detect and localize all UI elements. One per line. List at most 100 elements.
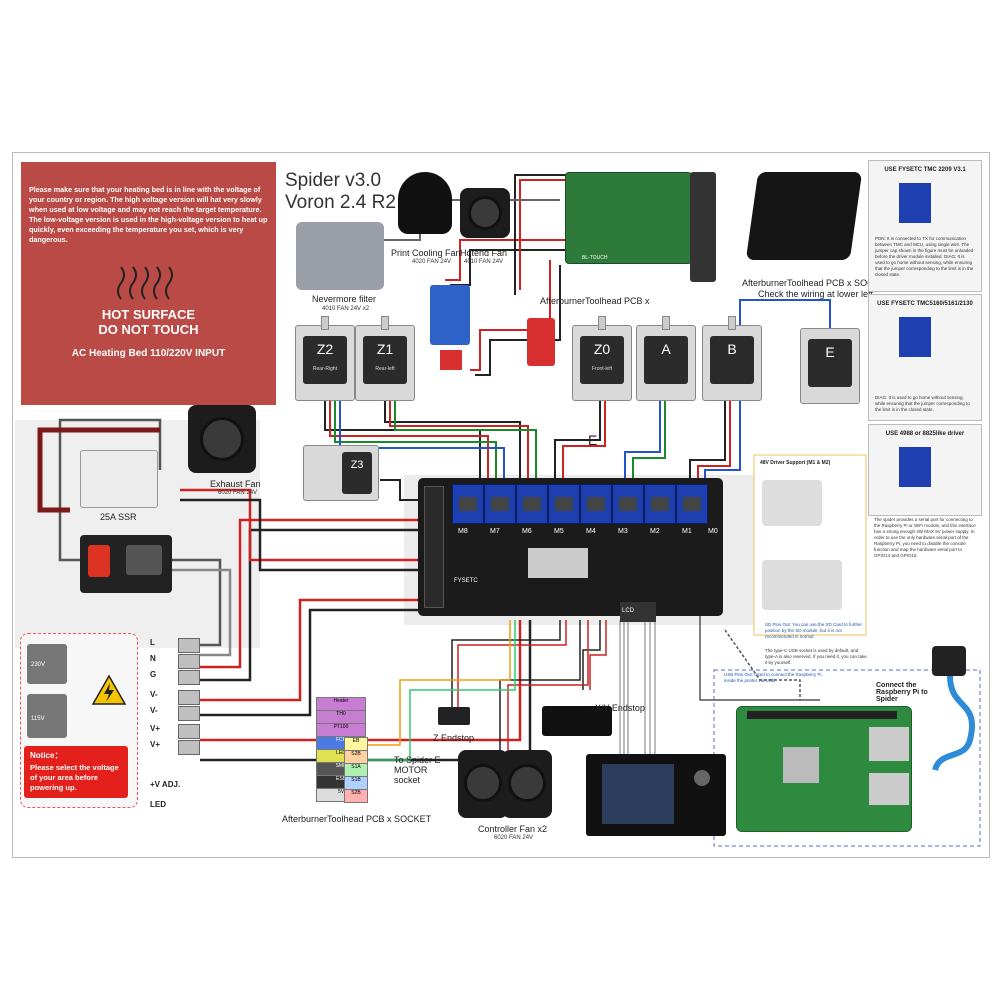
driver-m7 <box>484 484 516 524</box>
blower-fan-image <box>398 172 452 234</box>
nevermore-filter-image <box>296 222 384 290</box>
voltage-switch-115-image[interactable] <box>27 694 67 738</box>
z-endstop-label: Z Endstop <box>433 733 475 743</box>
nevermore-sublabel: 4010 FAN 24V x2 <box>322 306 370 312</box>
motor-z1-sub: Rear-left <box>375 366 395 372</box>
motor-a: A <box>636 316 696 401</box>
motor-e-label: E <box>825 344 835 360</box>
jumper-image <box>762 480 822 526</box>
motor-z2-label: Z2 <box>316 341 334 357</box>
pi-usb-ports <box>869 727 909 761</box>
tmc2209-driver-image <box>899 183 931 223</box>
bltouch-probe-image <box>527 318 555 366</box>
tmc5160-text: DIAG: It is used to go home without sens… <box>875 395 970 412</box>
motor-b: B <box>702 316 762 401</box>
pi-soc <box>783 747 819 783</box>
voltage-switch-230-image[interactable] <box>27 644 67 684</box>
conn-right-2: S1A <box>344 764 368 777</box>
title-line-1: Spider v3.0 <box>285 170 382 191</box>
tmc2209-text: PDN: It is connected to TX for communica… <box>875 236 974 277</box>
board-brand: FYSETC <box>454 578 478 584</box>
motor-z0-sub: Front-left <box>591 366 612 372</box>
motor-e: E <box>800 328 860 404</box>
driver-label-m0: M0 <box>708 528 718 535</box>
ssr-image <box>80 450 158 508</box>
typec-note: The type-C USB socket is used by default… <box>765 648 867 665</box>
hotend-fan-image <box>460 188 510 238</box>
conn-row-2: PT100 <box>316 724 366 737</box>
check-wiring-label: Check the wiring at lower left <box>758 289 874 299</box>
z-endstop-image <box>438 707 470 725</box>
driver-m4 <box>580 484 612 524</box>
conn-right-0: EB <box>344 738 368 751</box>
title-line-2: Voron 2.4 R2 <box>285 192 396 213</box>
print-cooling-fan-label: Print Cooling Fan <box>391 248 461 258</box>
psu-led-label: LED <box>150 800 166 809</box>
power-inlet-image <box>80 535 172 593</box>
tmc2209-title: USE FYSETC TMC 2209 V3.1 <box>884 167 966 173</box>
lcd-connector <box>620 602 656 622</box>
tmc5160-title: USE FYSETC TMC5160/5161/2130 <box>877 301 973 307</box>
psu-terminal-v2 <box>178 706 200 721</box>
raspberry-pi-image <box>736 706 912 832</box>
usb-note: USB Pins Out: Used to connect the Raspbe… <box>724 672 823 683</box>
motor-a-label: A <box>661 341 671 357</box>
motor-b-label: B <box>727 341 737 357</box>
heat-hazard-icon <box>117 266 173 300</box>
ethernet-cable-image <box>932 646 975 772</box>
power-switch[interactable] <box>88 545 110 577</box>
xy-endstop-image <box>542 706 612 736</box>
pi-gpio-header <box>747 711 897 719</box>
toolhead-connector <box>690 172 716 282</box>
psu-terminal-v3 <box>178 724 200 739</box>
hotend-heatsink-image <box>430 285 470 345</box>
xy-endstop-label: X/Y Endstop <box>595 703 645 713</box>
notice-title: Notice： <box>30 751 63 760</box>
hotend-fan-sublabel: 4010 FAN 24V <box>464 259 504 265</box>
hot-surface-heading: HOT SURFACE <box>101 307 196 322</box>
psu-adj-label: +V ADJ. <box>150 780 181 789</box>
tmc5160-panel: USE FYSETC TMC5160/5161/2130 DIAG: It is… <box>868 294 982 421</box>
molex-socket-image <box>745 172 863 260</box>
heater-block-image <box>440 350 462 370</box>
lcd-knob[interactable] <box>694 770 710 786</box>
driver-m3 <box>612 484 644 524</box>
connect-pi-label: Connect the Raspberry Pi to Spider <box>876 682 928 703</box>
board-terminal-block <box>424 486 444 608</box>
motor-z2-sub: Rear-Right <box>312 366 338 372</box>
sd-note: SD Pins Out: You can use the SD Card to … <box>765 622 863 639</box>
voltage-notice: Notice： Please select the voltage of you… <box>24 746 128 798</box>
motor-z3-label: Z3 <box>350 459 364 471</box>
psu-terminal-v4 <box>178 740 200 755</box>
psu-terminal-n <box>178 654 200 669</box>
afterburner-socket-label: AfterburnerToolhead PCB x SOCKET <box>742 278 892 288</box>
lcd-display-image <box>586 754 726 836</box>
switch-115-label: 115V <box>31 716 45 722</box>
heating-bed-label: AC Heating Bed 110/220V INPUT <box>71 348 226 359</box>
toolhead-connector-table-right: EB S2B S1A S1B S2B <box>344 737 368 803</box>
pi-serial-text: The spider provides a serial port for co… <box>874 517 976 558</box>
psu-label-v-1: V- <box>150 690 158 699</box>
lcd-label: LCD <box>622 608 635 614</box>
driver-m2 <box>644 484 676 524</box>
conn-right-4: S2B <box>344 790 368 803</box>
psu-terminal-l <box>178 638 200 653</box>
pi-ethernet-port <box>869 773 909 805</box>
psu-terminal-v1 <box>178 690 200 705</box>
heating-bed-warning-panel: Please make sure that your heating bed i… <box>21 162 276 405</box>
driver-label-m8: M8 <box>458 528 468 535</box>
lcd-screen <box>602 764 674 824</box>
controller-fan-sublabel: 6020 FAN 24V <box>494 835 534 841</box>
48v-note-title: 48V Driver Support (M1 & M2) <box>760 460 831 466</box>
motor-z0-label: Z0 <box>593 341 611 357</box>
controller-fan-2-image <box>502 750 552 818</box>
driver-m6 <box>516 484 548 524</box>
afterburner-socket-bottom-label: AfterburnerToolhead PCB x SOCKET <box>282 814 432 824</box>
signal-cables <box>368 560 820 761</box>
motor-z1-label: Z1 <box>376 341 394 357</box>
exhaust-fan-image <box>188 405 256 473</box>
psu-label-l: L <box>150 638 155 647</box>
pi-frame <box>713 669 981 847</box>
power-socket <box>126 545 162 575</box>
